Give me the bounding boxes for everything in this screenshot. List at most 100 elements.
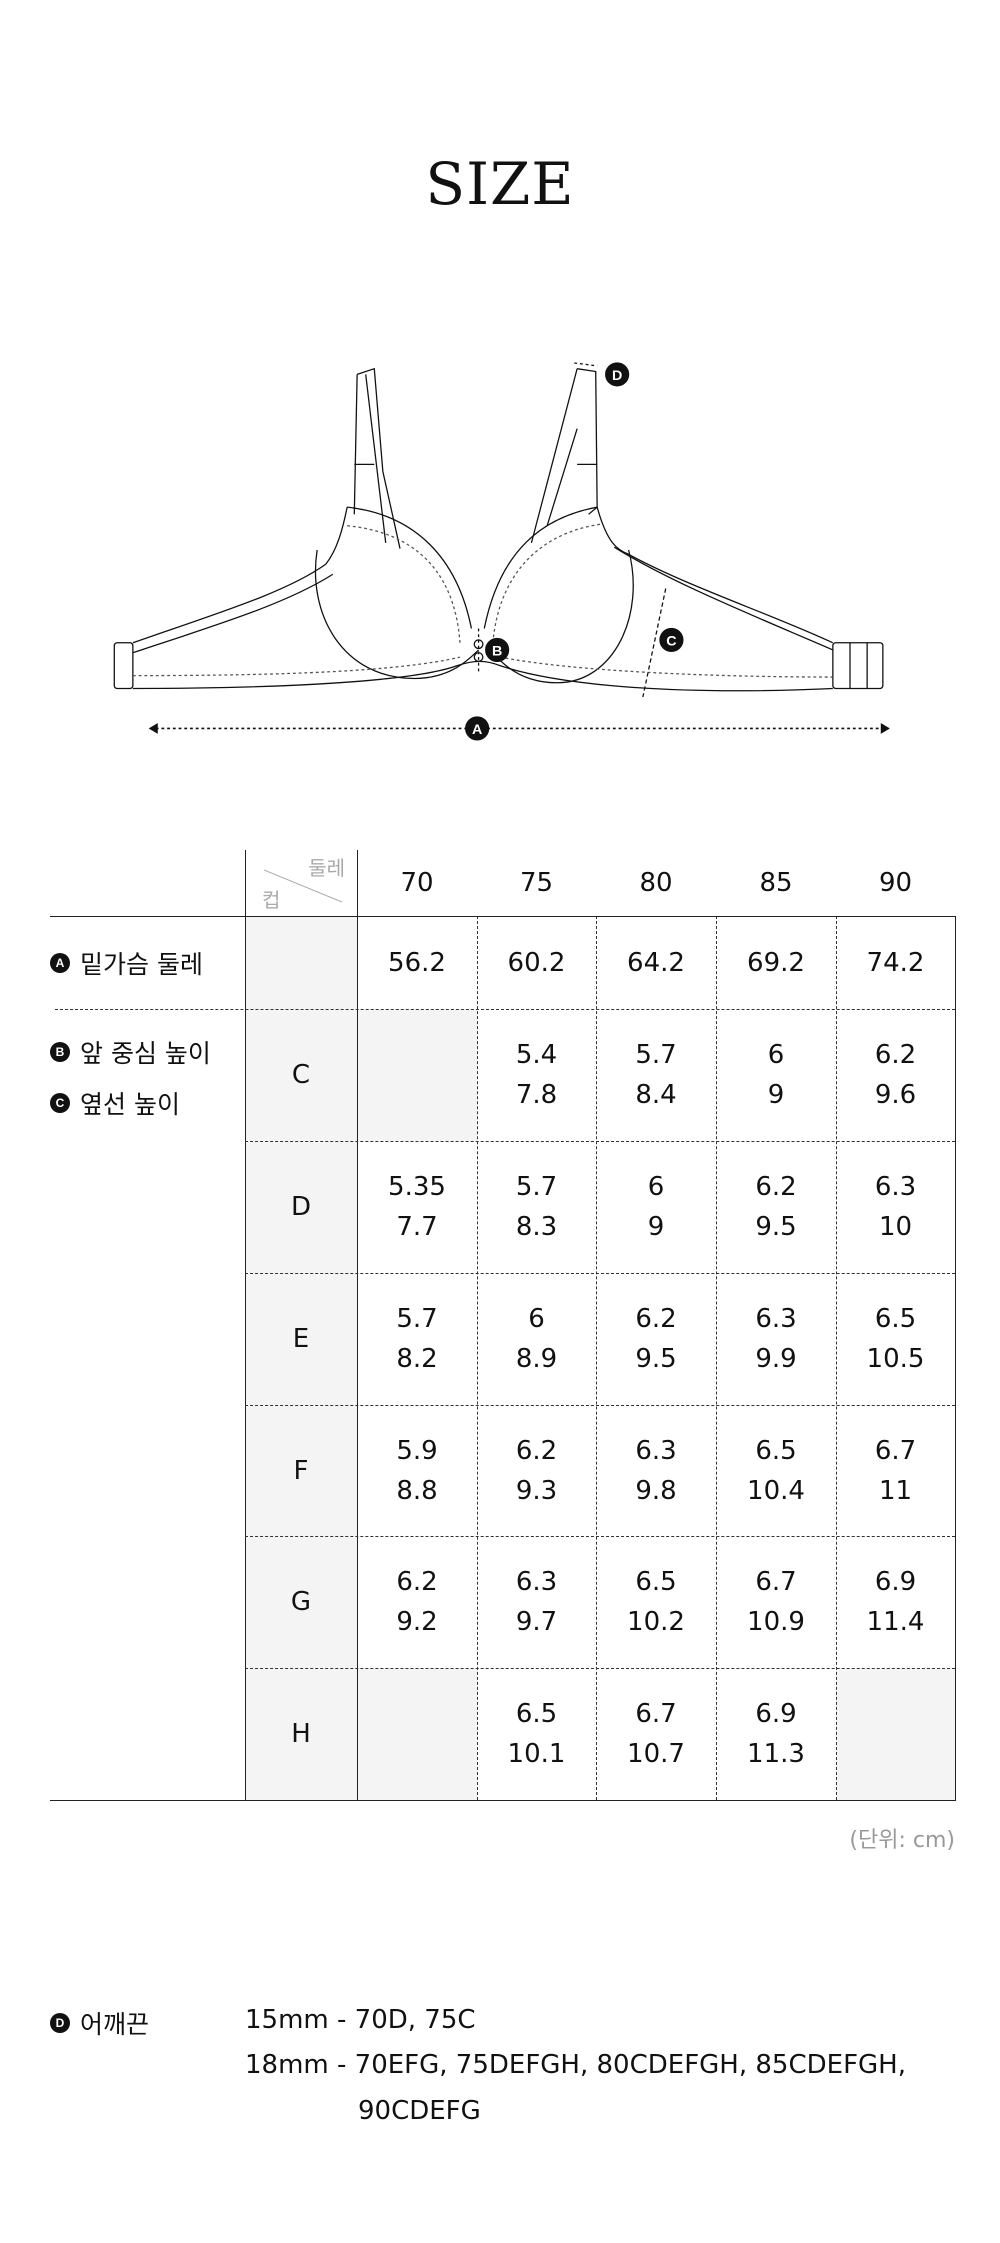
side-height-value: 10.5	[866, 1344, 925, 1374]
center-height-value: 6.2	[515, 1435, 558, 1466]
column-divider-dashed	[596, 916, 597, 1800]
strap-line-18mm-cont: 90CDEFG	[358, 2096, 481, 2126]
center-height-value: 6.5	[515, 1699, 558, 1729]
side-height-value: 7.8	[515, 1080, 558, 1110]
center-height-value: 6.7	[755, 1567, 797, 1597]
marker-b-icon: B	[50, 1042, 70, 1062]
header-divider	[50, 916, 956, 917]
center-height-value: 6.2	[755, 1172, 797, 1202]
side-height-value: 10	[878, 1212, 913, 1242]
measurement-cell: 6.5 10.5	[836, 1273, 955, 1405]
side-height-value: 8.9	[515, 1344, 558, 1374]
center-height-value: 6	[647, 1172, 665, 1202]
side-height-value: 9	[767, 1080, 785, 1110]
side-height-value: 10.7	[627, 1739, 685, 1769]
center-height-value: 6.2	[396, 1567, 438, 1597]
side-height-value: 11	[878, 1475, 913, 1506]
center-height-value: 5.35	[388, 1172, 446, 1202]
empty-cell	[357, 1009, 477, 1141]
corner-band-label: 둘레	[308, 856, 345, 880]
corner-header: 둘레 컵	[258, 852, 353, 914]
marker-c-icon: C	[50, 1093, 70, 1113]
side-height-value: 9.2	[396, 1607, 438, 1637]
center-height-value: 6.3	[515, 1567, 558, 1597]
side-height-value: 10.4	[747, 1475, 805, 1506]
underbust-value: 60.2	[507, 947, 566, 978]
side-height-value: 9.8	[635, 1475, 677, 1506]
cup-label: G	[290, 1587, 312, 1617]
marker-a-icon: A	[465, 716, 490, 741]
center-height-value: 6.5	[874, 1304, 917, 1334]
side-height-value: 9.9	[755, 1344, 797, 1374]
row-divider-dashed	[55, 1009, 955, 1010]
cup-label: F	[293, 1455, 309, 1486]
measurement-cell: 6.9 11.4	[836, 1536, 955, 1668]
row-divider-dashed	[245, 1668, 955, 1669]
band-size-header: 75	[519, 868, 554, 898]
marker-a-icon: A	[50, 953, 70, 973]
side-height-value: 10.1	[507, 1739, 566, 1769]
center-height-value: 5.7	[515, 1172, 558, 1202]
underbust-label: 밑가슴 둘레	[80, 950, 203, 979]
bra-size-diagram: A B C D	[113, 362, 890, 741]
center-height-value: 6.9	[874, 1567, 917, 1597]
side-height-value: 7.7	[396, 1212, 438, 1242]
corner-cup-label: 컵	[262, 888, 281, 912]
measurement-cell: 6.5 10.1	[477, 1668, 596, 1800]
row-divider-dashed	[245, 1405, 955, 1406]
underbust-value: 56.2	[388, 947, 446, 978]
measurement-cell: 6.7 10.9	[716, 1536, 836, 1668]
side-height-value: 10.2	[627, 1607, 685, 1637]
svg-text:A: A	[472, 722, 482, 738]
unit-note: (단위: cm)	[849, 1828, 955, 1853]
marker-d-icon: D	[605, 362, 630, 387]
side-height-value: 11.4	[866, 1607, 925, 1637]
side-height-value: 8.8	[396, 1475, 438, 1506]
center-height-value: 6.3	[755, 1304, 797, 1334]
underbust-value: 74.2	[866, 947, 925, 978]
row-label-center-height: B 앞 중심 높이	[50, 1034, 211, 1070]
side-height-value: 9.7	[515, 1607, 558, 1637]
band-size-header: 80	[639, 868, 673, 898]
strap-line-15mm: 15mm - 70D, 75C	[245, 2005, 476, 2035]
side-height-value: 9.5	[755, 1212, 797, 1242]
marker-b-icon: B	[485, 637, 510, 662]
center-height-value: 6	[767, 1040, 785, 1070]
center-height-value: 6.3	[635, 1435, 677, 1466]
row-divider-dashed	[245, 1141, 955, 1142]
strap-line-18mm: 18mm - 70EFG, 75DEFGH, 80CDEFGH, 85CDEFG…	[245, 2050, 906, 2080]
center-height-value: 6.3	[874, 1172, 917, 1202]
side-height-value: 10.9	[747, 1607, 805, 1637]
column-divider-dashed	[477, 916, 478, 1800]
column-divider-dashed	[836, 916, 837, 1800]
underbust-value: 69.2	[747, 947, 805, 978]
center-height-value: 5.7	[635, 1040, 677, 1070]
cup-label: C	[291, 1060, 311, 1090]
center-height-label: 앞 중심 높이	[80, 1039, 211, 1068]
center-height-value: 5.7	[396, 1304, 438, 1334]
table-right-border	[955, 916, 956, 1800]
column-divider	[357, 850, 358, 1800]
center-height-value: 6.9	[755, 1699, 797, 1729]
side-height-value: 9.5	[635, 1344, 677, 1374]
band-size-header: 90	[878, 868, 913, 898]
side-height-value: 9.3	[515, 1475, 558, 1506]
empty-cell	[836, 1668, 955, 1800]
